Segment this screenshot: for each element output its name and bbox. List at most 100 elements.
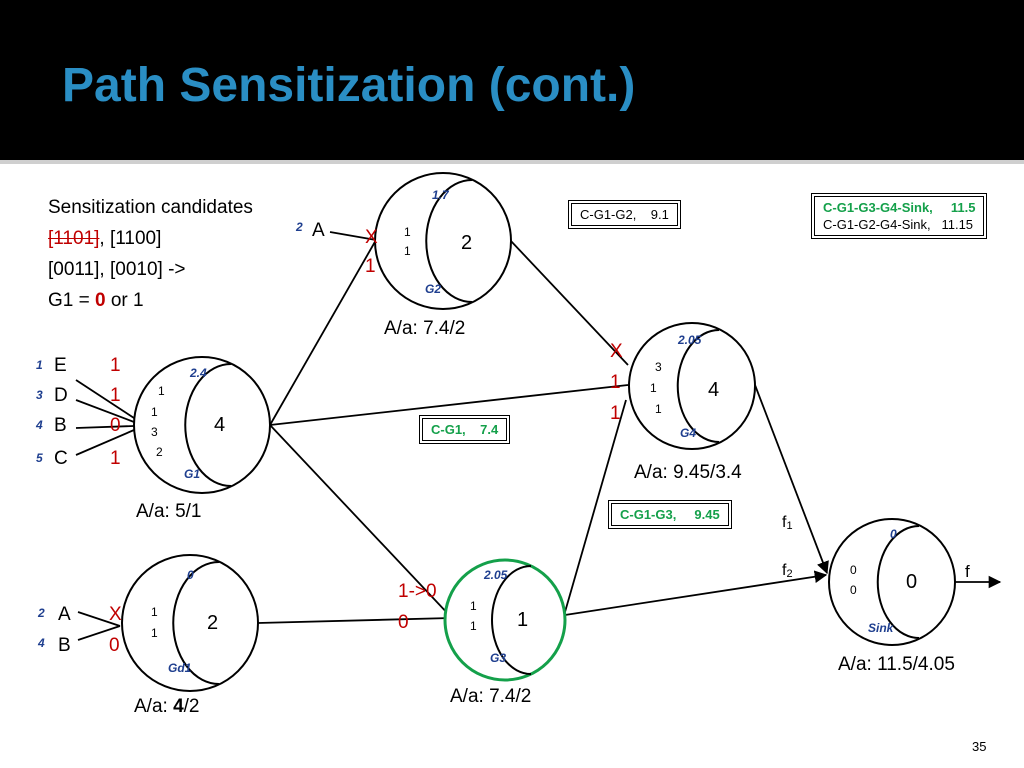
path-box-sink-bottom-text: C-G1-G2-G4-Sink, 11.15 <box>823 217 974 232</box>
g1-input-3: 3 <box>151 425 158 439</box>
wire-a-g2 <box>329 231 377 241</box>
sensitization-candidates: Sensitization candidates [1101], [1100] … <box>48 192 253 316</box>
title-bar: Path Sensitization (cont.) <box>0 0 1024 160</box>
sink-delay: 0 <box>906 571 917 593</box>
wire-g3-g4 <box>564 399 627 613</box>
gd1-input-a-name: A <box>58 604 71 625</box>
path-box-c-g1-g3-text: C-G1-G3, 9.45 <box>620 507 720 522</box>
candidates-line-1: Sensitization candidates <box>48 197 253 218</box>
input-b-value: 0 <box>110 415 121 436</box>
sink-name: Sink <box>868 621 895 635</box>
path-box-c-g1-text: C-G1, 7.4 <box>431 422 499 437</box>
g4-input-1: 3 <box>655 360 662 374</box>
g2-caption: A/a: 7.4/2 <box>384 318 465 339</box>
wire-a-gd1 <box>77 611 121 627</box>
struck-candidate: [1101] <box>48 228 100 249</box>
g1-input-4: 2 <box>156 445 163 459</box>
path-box-c-g1: C-G1, 7.4 <box>418 415 511 444</box>
input-e-name: E <box>54 355 67 376</box>
gd1-input-b-value: 0 <box>109 635 120 656</box>
node-sink <box>828 518 956 646</box>
g4-caption: A/a: 9.45/3.4 <box>634 462 742 483</box>
g1-input-1: 1 <box>158 384 165 398</box>
sink-input-2: 0 <box>850 583 857 597</box>
sink-input-1: 0 <box>850 563 857 577</box>
g3-caption: A/a: 7.4/2 <box>450 686 531 707</box>
g4-x-label: X <box>610 341 623 362</box>
wire-gd1-g3 <box>257 617 452 624</box>
g2-input-1: 1 <box>404 225 411 239</box>
input-e-index: 1 <box>36 358 43 372</box>
path-box-c-g1-g3: C-G1-G3, 9.45 <box>608 500 732 529</box>
input-b-name: B <box>54 415 67 436</box>
node-g3 <box>443 558 567 682</box>
gd1-input-2: 1 <box>151 626 158 640</box>
path-box-c-g1-g2: C-G1-G2, 9.1 <box>568 200 681 229</box>
wire-g1-g4 <box>269 384 629 426</box>
gd1-input-a-value: X <box>109 604 122 625</box>
g2-input-2: 1 <box>404 244 411 258</box>
g1-delay: 4 <box>214 414 225 436</box>
g4-1b-label: 1 <box>610 403 621 424</box>
g4-name: G4 <box>680 426 696 440</box>
wire-d-g1 <box>75 399 135 423</box>
g3-in-bottom-label: 0 <box>398 612 409 633</box>
path-box-sink-top-text: C-G1-G3-G4-Sink, 11.5 <box>823 200 976 215</box>
candidates-line-2-rest: , [1100] <box>99 228 162 249</box>
g4-input-3: 1 <box>655 402 662 416</box>
input-d-index: 3 <box>36 388 43 402</box>
wire-b-g1 <box>75 425 135 429</box>
wire-g4-sink <box>754 384 829 575</box>
wire-e-g1 <box>75 379 135 419</box>
slide-title: Path Sensitization (cont.) <box>62 59 636 112</box>
gd1-caption: A/a: 4/2 <box>134 696 200 717</box>
gd1-input-b-name: B <box>58 635 71 656</box>
g1-name: G1 <box>184 467 200 481</box>
f-out-label: f <box>965 562 970 581</box>
gd1-top-value: 0 <box>187 568 194 582</box>
candidates-line-3: [0011], [0010] -> <box>48 259 186 280</box>
gd1-input-a-index: 2 <box>37 606 45 620</box>
page-number: 35 <box>972 739 987 754</box>
sink-top-value: 0 <box>890 527 897 541</box>
g4-input-2: 1 <box>650 381 657 395</box>
g4-delay: 4 <box>708 379 719 401</box>
wire-g3-sink <box>564 570 828 616</box>
g1-top-value: 2.4 <box>189 366 207 380</box>
g1-equals: G1 = <box>48 290 95 311</box>
node-gd1 <box>121 554 259 692</box>
wire-b-gd1 <box>77 625 121 641</box>
g2-delay: 2 <box>461 232 472 254</box>
input-c-index: 5 <box>36 451 43 465</box>
node-g1 <box>133 356 271 494</box>
input-c-value: 1 <box>110 448 121 469</box>
wire-g1-g3 <box>269 424 452 618</box>
node-g2 <box>374 172 512 310</box>
node-g4 <box>628 322 756 450</box>
input-e-value: 1 <box>110 355 121 376</box>
g3-in-top-label: 1->0 <box>398 581 437 602</box>
path-box-sink: C-G1-G3-G4-Sink, 11.5 C-G1-G2-G4-Sink, 1… <box>810 193 988 239</box>
wire-g2-g4 <box>509 239 629 366</box>
gd1-input-b-index: 4 <box>37 636 45 650</box>
input-d-name: D <box>54 385 68 406</box>
candidates-line-2: [1101], [1100] <box>48 223 253 254</box>
g2-name: G2 <box>425 282 441 296</box>
input-b-index: 4 <box>35 418 43 432</box>
input-d-value: 1 <box>110 385 121 406</box>
g1-caption: A/a: 5/1 <box>136 501 202 522</box>
candidates-line-4: G1 = 0 or 1 <box>48 285 253 316</box>
g2-input-a-name: A <box>312 220 325 241</box>
g3-input-2: 1 <box>470 619 477 633</box>
input-c-name: C <box>54 448 68 469</box>
gd1-name: Gd1 <box>168 661 192 675</box>
g1-value: 0 <box>95 290 106 311</box>
f2-label: f2 <box>782 562 793 580</box>
g3-input-1: 1 <box>470 599 477 613</box>
candidates-line-4-rest: or 1 <box>105 290 144 311</box>
sink-caption: A/a: 11.5/4.05 <box>838 654 955 675</box>
g2-in-x-label: X <box>365 227 378 248</box>
g3-delay: 1 <box>517 609 528 631</box>
